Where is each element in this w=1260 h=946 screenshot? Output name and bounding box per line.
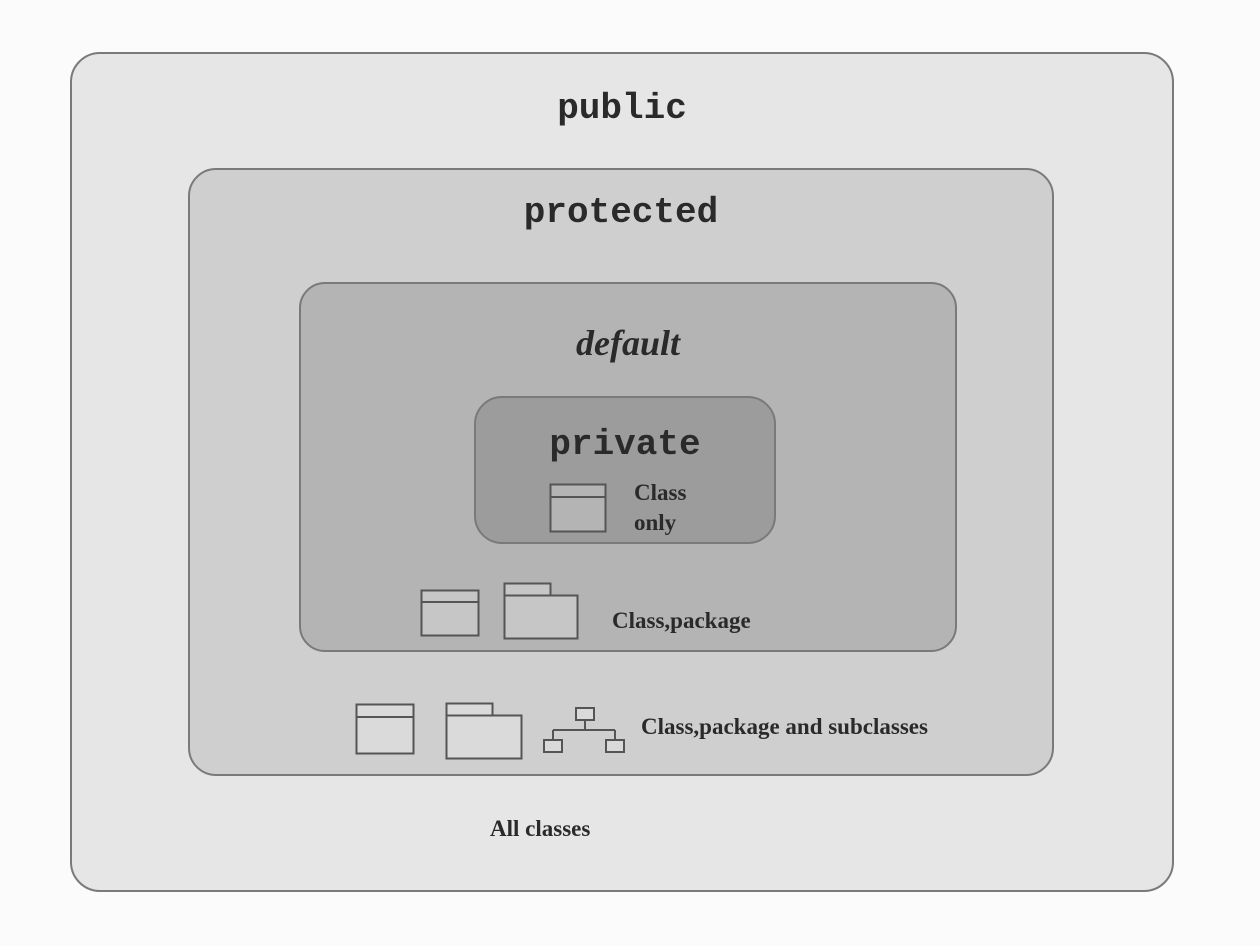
public-title: public [557, 88, 687, 129]
public-scope-label: All classes [490, 816, 591, 841]
private-title: private [549, 424, 701, 465]
package-icon [445, 702, 523, 760]
private-scope-label: Class only [634, 478, 724, 538]
hierarchy-icon [543, 707, 625, 753]
private-scope-line2: only [634, 510, 677, 535]
private-scope-line1: Class [634, 480, 687, 505]
class-icon [420, 589, 480, 637]
default-scope-label: Class,package [612, 608, 751, 633]
protected-scope-label: Class,package and subclasses [641, 714, 928, 739]
default-title: default [576, 323, 680, 363]
class-icon [355, 703, 415, 755]
protected-title: protected [523, 192, 719, 233]
package-icon [503, 582, 579, 640]
private-scope-box [474, 396, 776, 544]
class-icon [549, 483, 607, 533]
